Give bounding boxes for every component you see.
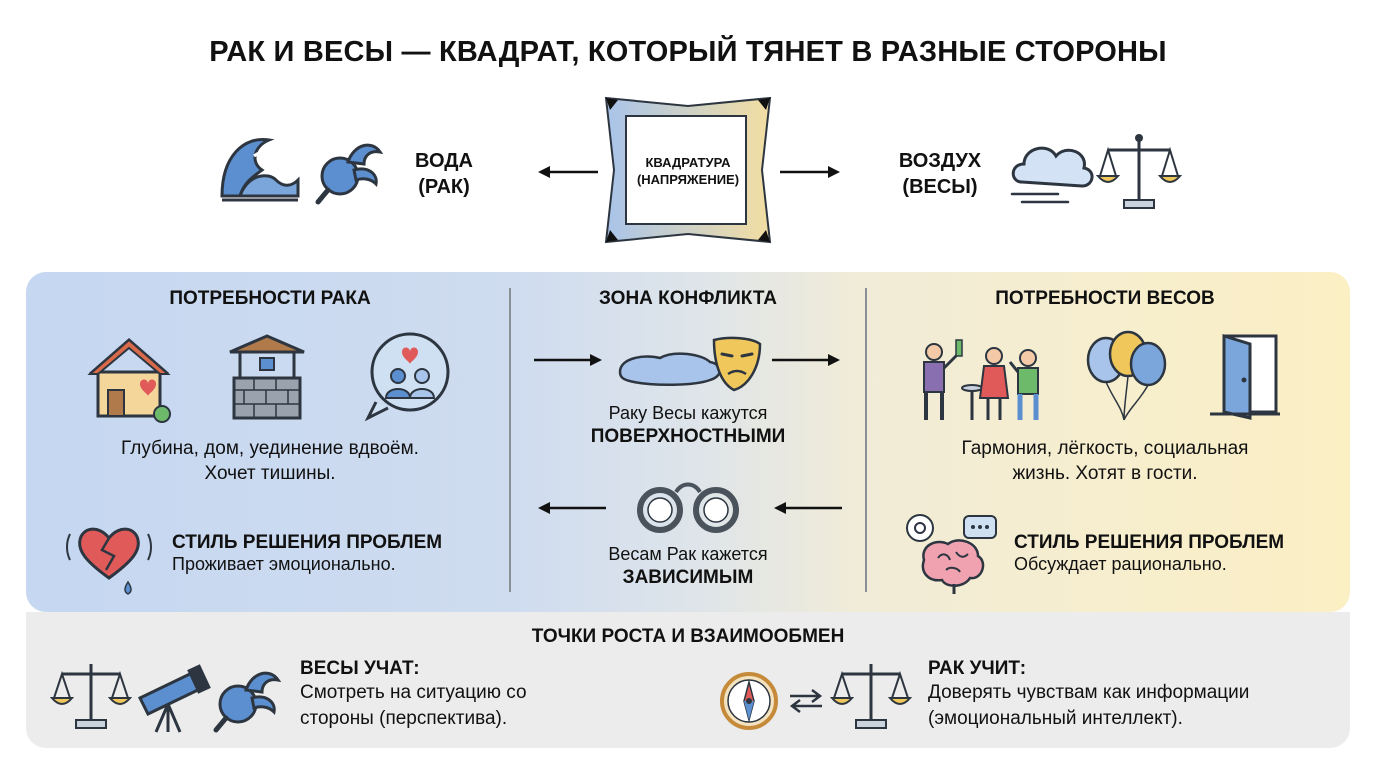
tension-label: (НАПРЯЖЕНИЕ) [636,172,740,187]
libra-style-text: Обсуждает рационально. [1014,554,1227,574]
quadrature-square-diagram [604,96,772,244]
crab-claw-small-icon [213,671,282,733]
cancer-teaches-text-2: (эмоциональный интеллект). [928,708,1183,729]
crab-claw-icon [315,143,384,205]
well-icon [229,334,305,420]
divider-right [865,288,867,592]
cancer-style-text: Проживает эмоционально. [172,554,396,574]
conflict-dependent: ЗАВИСИМЫМ [622,567,754,588]
growth-panel [26,612,1350,748]
conflict-arrow-right-1 [534,354,602,366]
growth-heading: ТОЧКИ РОСТА И ВЗАИМООБМЕН [531,626,845,647]
cloud-wind-icon [1010,146,1094,204]
libra-needs-text-1: Гармония, лёгкость, социальная [961,438,1249,459]
cancer-needs-text-2: Хочет тишины. [204,463,336,484]
libra-needs-heading: ПОТРЕБНОСТИ ВЕСОВ [995,288,1215,309]
cancer-needs-heading: ПОТРЕБНОСТИ РАКА [169,288,371,309]
cancer-teaches-text-1: Доверять чувствам как информации [928,682,1250,703]
cancer-label: (РАК) [418,176,470,198]
cancer-needs-text-1: Глубина, дом, уединение вдвоём. [121,438,419,459]
libra-scales-growth-icon [829,664,913,729]
party-people-icon [923,339,1039,420]
balloons-icon [1086,330,1167,421]
conflict-line-2: Весам Рак кажется [608,544,768,564]
right-arrow-icon [780,166,840,178]
libra-scales-small-icon [49,664,133,729]
wave-icon [220,138,300,202]
puddle-mask-icon [618,336,762,392]
broken-heart-icon [66,527,152,595]
conflict-superficial: ПОВЕРХНОСТНЫМИ [590,426,786,447]
water-label: ВОДА [415,150,473,172]
conflict-arrow-left-1 [538,502,606,514]
left-arrow-icon [538,166,598,178]
libra-teaches-heading: ВЕСЫ УЧАТ: [300,658,420,679]
libra-teaches-text-2: стороны (перспектива). [300,708,508,729]
conflict-arrow-left-2 [774,502,842,514]
cancer-style-heading: СТИЛЬ РЕШЕНИЯ ПРОБЛЕМ [172,532,443,553]
quadrature-label: КВАДРАТУРА [645,155,731,170]
page-title: РАК И ВЕСЫ — КВАДРАТ, КОТОРЫЙ ТЯНЕТ В РА… [209,36,1167,68]
air-label: ВОЗДУХ [898,150,982,172]
conflict-arrow-right-2 [772,354,840,366]
brain-gear-chat-icon [906,514,997,594]
libra-needs-text-2: жизнь. Хотят в гости. [1012,463,1198,484]
couple-heart-bubble-icon [364,332,450,422]
libra-scales-icon [1095,134,1183,209]
handcuffs-icon [637,482,739,533]
compass-icon [720,672,778,730]
open-door-icon [1210,333,1280,420]
cancer-teaches-heading: РАК УЧИТ: [928,658,1027,679]
conflict-line-1: Раку Весы кажутся [608,403,768,423]
exchange-arrows-icon [789,689,823,713]
comparison-panel [26,272,1350,612]
divider-left [509,288,511,592]
libra-label: (ВЕСЫ) [902,176,978,198]
conflict-heading: ЗОНА КОНФЛИКТА [599,288,777,309]
libra-teaches-text-1: Смотреть на ситуацию со [300,682,527,703]
telescope-icon [137,664,211,733]
libra-style-heading: СТИЛЬ РЕШЕНИЯ ПРОБЛЕМ [1014,532,1285,553]
home-heart-icon [87,338,171,423]
